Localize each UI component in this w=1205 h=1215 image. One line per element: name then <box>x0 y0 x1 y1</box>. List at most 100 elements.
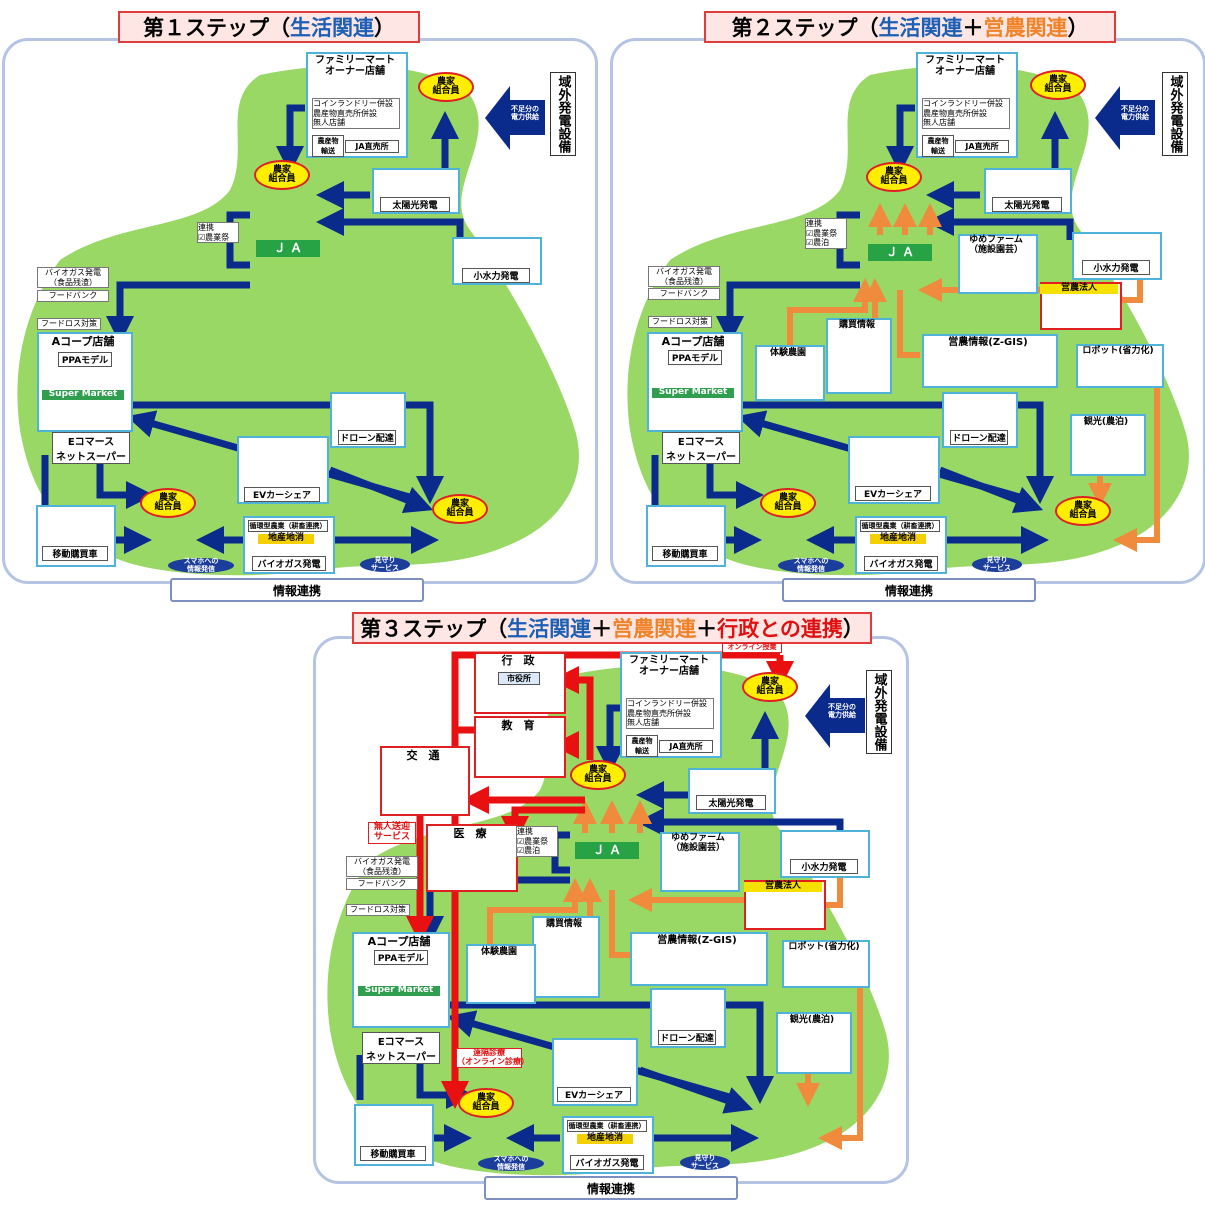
acoop-label: Aコープ店舗 <box>51 335 115 348</box>
localprod-sign: 地産地消 <box>258 533 314 544</box>
familymart-label: ファミリーマート オーナー店舗 <box>629 655 709 677</box>
farmer-oval: 農家 組合員 <box>570 760 626 790</box>
ppa-label: PPAモデル <box>668 350 722 365</box>
kyoiku-box <box>474 716 566 778</box>
iryo-box <box>426 824 518 892</box>
circular-label: 循環型農業（耕畜連携） <box>860 520 940 532</box>
smartphone-label: スマホへの 情報発信 <box>478 1155 544 1172</box>
online-label: オンライン授業 <box>722 643 782 653</box>
biogas-label: バイオガス発電 （食品残渣） <box>648 266 720 288</box>
smartphone-label: スマホへの 情報発信 <box>168 557 234 574</box>
mobile-label: 移動購買車 <box>652 546 718 561</box>
foodloss-label: フードロス対策 <box>346 904 410 916</box>
farmer-oval: 農家 組合員 <box>760 488 816 518</box>
ecom-label: Eコマース ネットスーパー <box>362 1032 440 1064</box>
supermarket-sign: Super Market <box>42 389 124 400</box>
ja-sign: Ｊ Ａ <box>575 842 639 860</box>
acoop-box <box>352 932 450 1028</box>
farmer-oval: 農家 組合員 <box>866 162 922 192</box>
tourism-box <box>776 1012 852 1074</box>
biogas2-label: バイオガス発電 <box>252 556 326 571</box>
familymart-label: ファミリーマート オーナー店舗 <box>315 55 395 77</box>
drone-label: ドローン配達 <box>950 430 1008 445</box>
yume-label: ゆめファーム （施設園芸） <box>968 235 1023 255</box>
coin-label: コインランドリー併設 農産物直売所併設 無人店舗 <box>312 98 400 129</box>
title-step1: 第１ステップ（生活関連） <box>118 11 420 43</box>
coin-label: コインランドリー併設 農産物直売所併設 無人店舗 <box>626 698 714 729</box>
circular-label: 循環型農業（耕畜連携） <box>248 520 328 532</box>
acoop-label: Aコープ店舗 <box>661 335 725 348</box>
purchase-label: 購買情報 <box>838 320 875 330</box>
solar-label: 太陽光発電 <box>992 197 1062 212</box>
outside-power-label: 域外発電設備 <box>866 670 892 754</box>
foodloss-label: フードロス対策 <box>37 318 101 330</box>
shortage-label: 不足分の 電力供給 <box>511 105 539 121</box>
robot-label: ロボット(省力化) <box>788 942 860 952</box>
kotsu-box <box>380 746 470 816</box>
yume-box <box>660 832 740 892</box>
hydro-label: 小水力発電 <box>462 268 530 283</box>
mimamori-label: 見守り サービス <box>680 1154 730 1171</box>
kotsu-label: 交 通 <box>406 749 440 762</box>
renkei-label: 連携 ☑農業祭 <box>197 222 239 244</box>
enkaku-label: 遠隔診療 （オンライン診療） <box>456 1048 529 1068</box>
solar-label: 太陽光発電 <box>696 795 766 810</box>
localprod-sign: 地産地消 <box>870 533 926 544</box>
tourism-box <box>1070 414 1146 476</box>
acoop-box <box>37 332 133 432</box>
gyosei-box <box>474 652 566 714</box>
jachoku-label: JA直売所 <box>955 140 1009 153</box>
mimamori-label: 見守り サービス <box>360 556 410 573</box>
foodbank-label: フードバンク <box>648 288 720 300</box>
hydro-label: 小水力発電 <box>1082 260 1150 275</box>
experience-box <box>466 944 536 1004</box>
farmer-oval: 農家 組合員 <box>458 1088 514 1118</box>
ev-label: EVカーシェア <box>855 486 931 501</box>
tourism-label: 観光(農泊) <box>1083 417 1129 427</box>
smartphone-label: スマホへの 情報発信 <box>778 557 844 574</box>
shortage-label: 不足分の 電力供給 <box>1121 105 1149 121</box>
gyosei-label: 行 政 <box>501 654 535 667</box>
title-step2: 第２ステップ（生活関連＋営農関連） <box>704 11 1116 43</box>
localprod-sign: 地産地消 <box>577 1133 633 1144</box>
mobile-label: 移動購買車 <box>360 1146 426 1161</box>
eino-label: 営農法人 <box>1040 283 1118 294</box>
eino-label: 営農法人 <box>744 881 822 892</box>
solar-label: 太陽光発電 <box>380 197 450 212</box>
jachoku-label: JA直売所 <box>345 140 399 153</box>
mobile-label: 移動購買車 <box>42 546 108 561</box>
biogas2-label: バイオガス発電 <box>864 556 938 571</box>
noshi-label: 農産物 輸送 <box>922 135 954 157</box>
farmer-oval: 農家 組合員 <box>742 672 798 702</box>
farmer-oval: 農家 組合員 <box>418 72 474 102</box>
experience-box <box>755 345 825 401</box>
supermarket-sign: Super Market <box>358 985 440 996</box>
yume-box <box>958 234 1038 294</box>
drone-label: ドローン配達 <box>658 1030 716 1045</box>
noshi-label: 農産物 輸送 <box>626 735 658 757</box>
drone-label: ドローン配達 <box>338 430 396 445</box>
acoop-label: Aコープ店舗 <box>367 935 431 948</box>
zgis-label: 営農情報(Z-GIS) <box>948 337 1028 348</box>
kyoiku-label: 教 育 <box>501 719 535 732</box>
tourism-label: 観光(農泊) <box>789 1015 835 1025</box>
foodbank-label: フードバンク <box>346 878 418 890</box>
purchase-box <box>532 916 600 998</box>
ja-sign: Ｊ Ａ <box>868 244 932 262</box>
info-bar: 情報連携 <box>484 1176 738 1200</box>
farmer-oval: 農家 組合員 <box>1055 496 1111 526</box>
biogas-label: バイオガス発電 （食品残渣） <box>346 856 418 878</box>
zgis-box <box>922 334 1058 388</box>
info-bar: 情報連携 <box>782 578 1036 602</box>
jachoku-label: JA直売所 <box>659 740 713 753</box>
noshi-label: 農産物 輸送 <box>312 135 344 157</box>
farmer-oval: 農家 組合員 <box>140 488 196 518</box>
biogas-label: バイオガス発電 （食品残渣） <box>37 267 109 289</box>
zgis-box <box>630 932 768 986</box>
shortage-label: 不足分の 電力供給 <box>828 703 856 719</box>
title-step3: 第３ステップ（生活関連＋営農関連＋行政との連携） <box>352 612 872 644</box>
shiyakusho-sign: 市役所 <box>498 672 540 685</box>
ev-label: EVカーシェア <box>244 487 320 502</box>
farmer-oval: 農家 組合員 <box>432 494 488 524</box>
robot-box <box>782 940 870 988</box>
